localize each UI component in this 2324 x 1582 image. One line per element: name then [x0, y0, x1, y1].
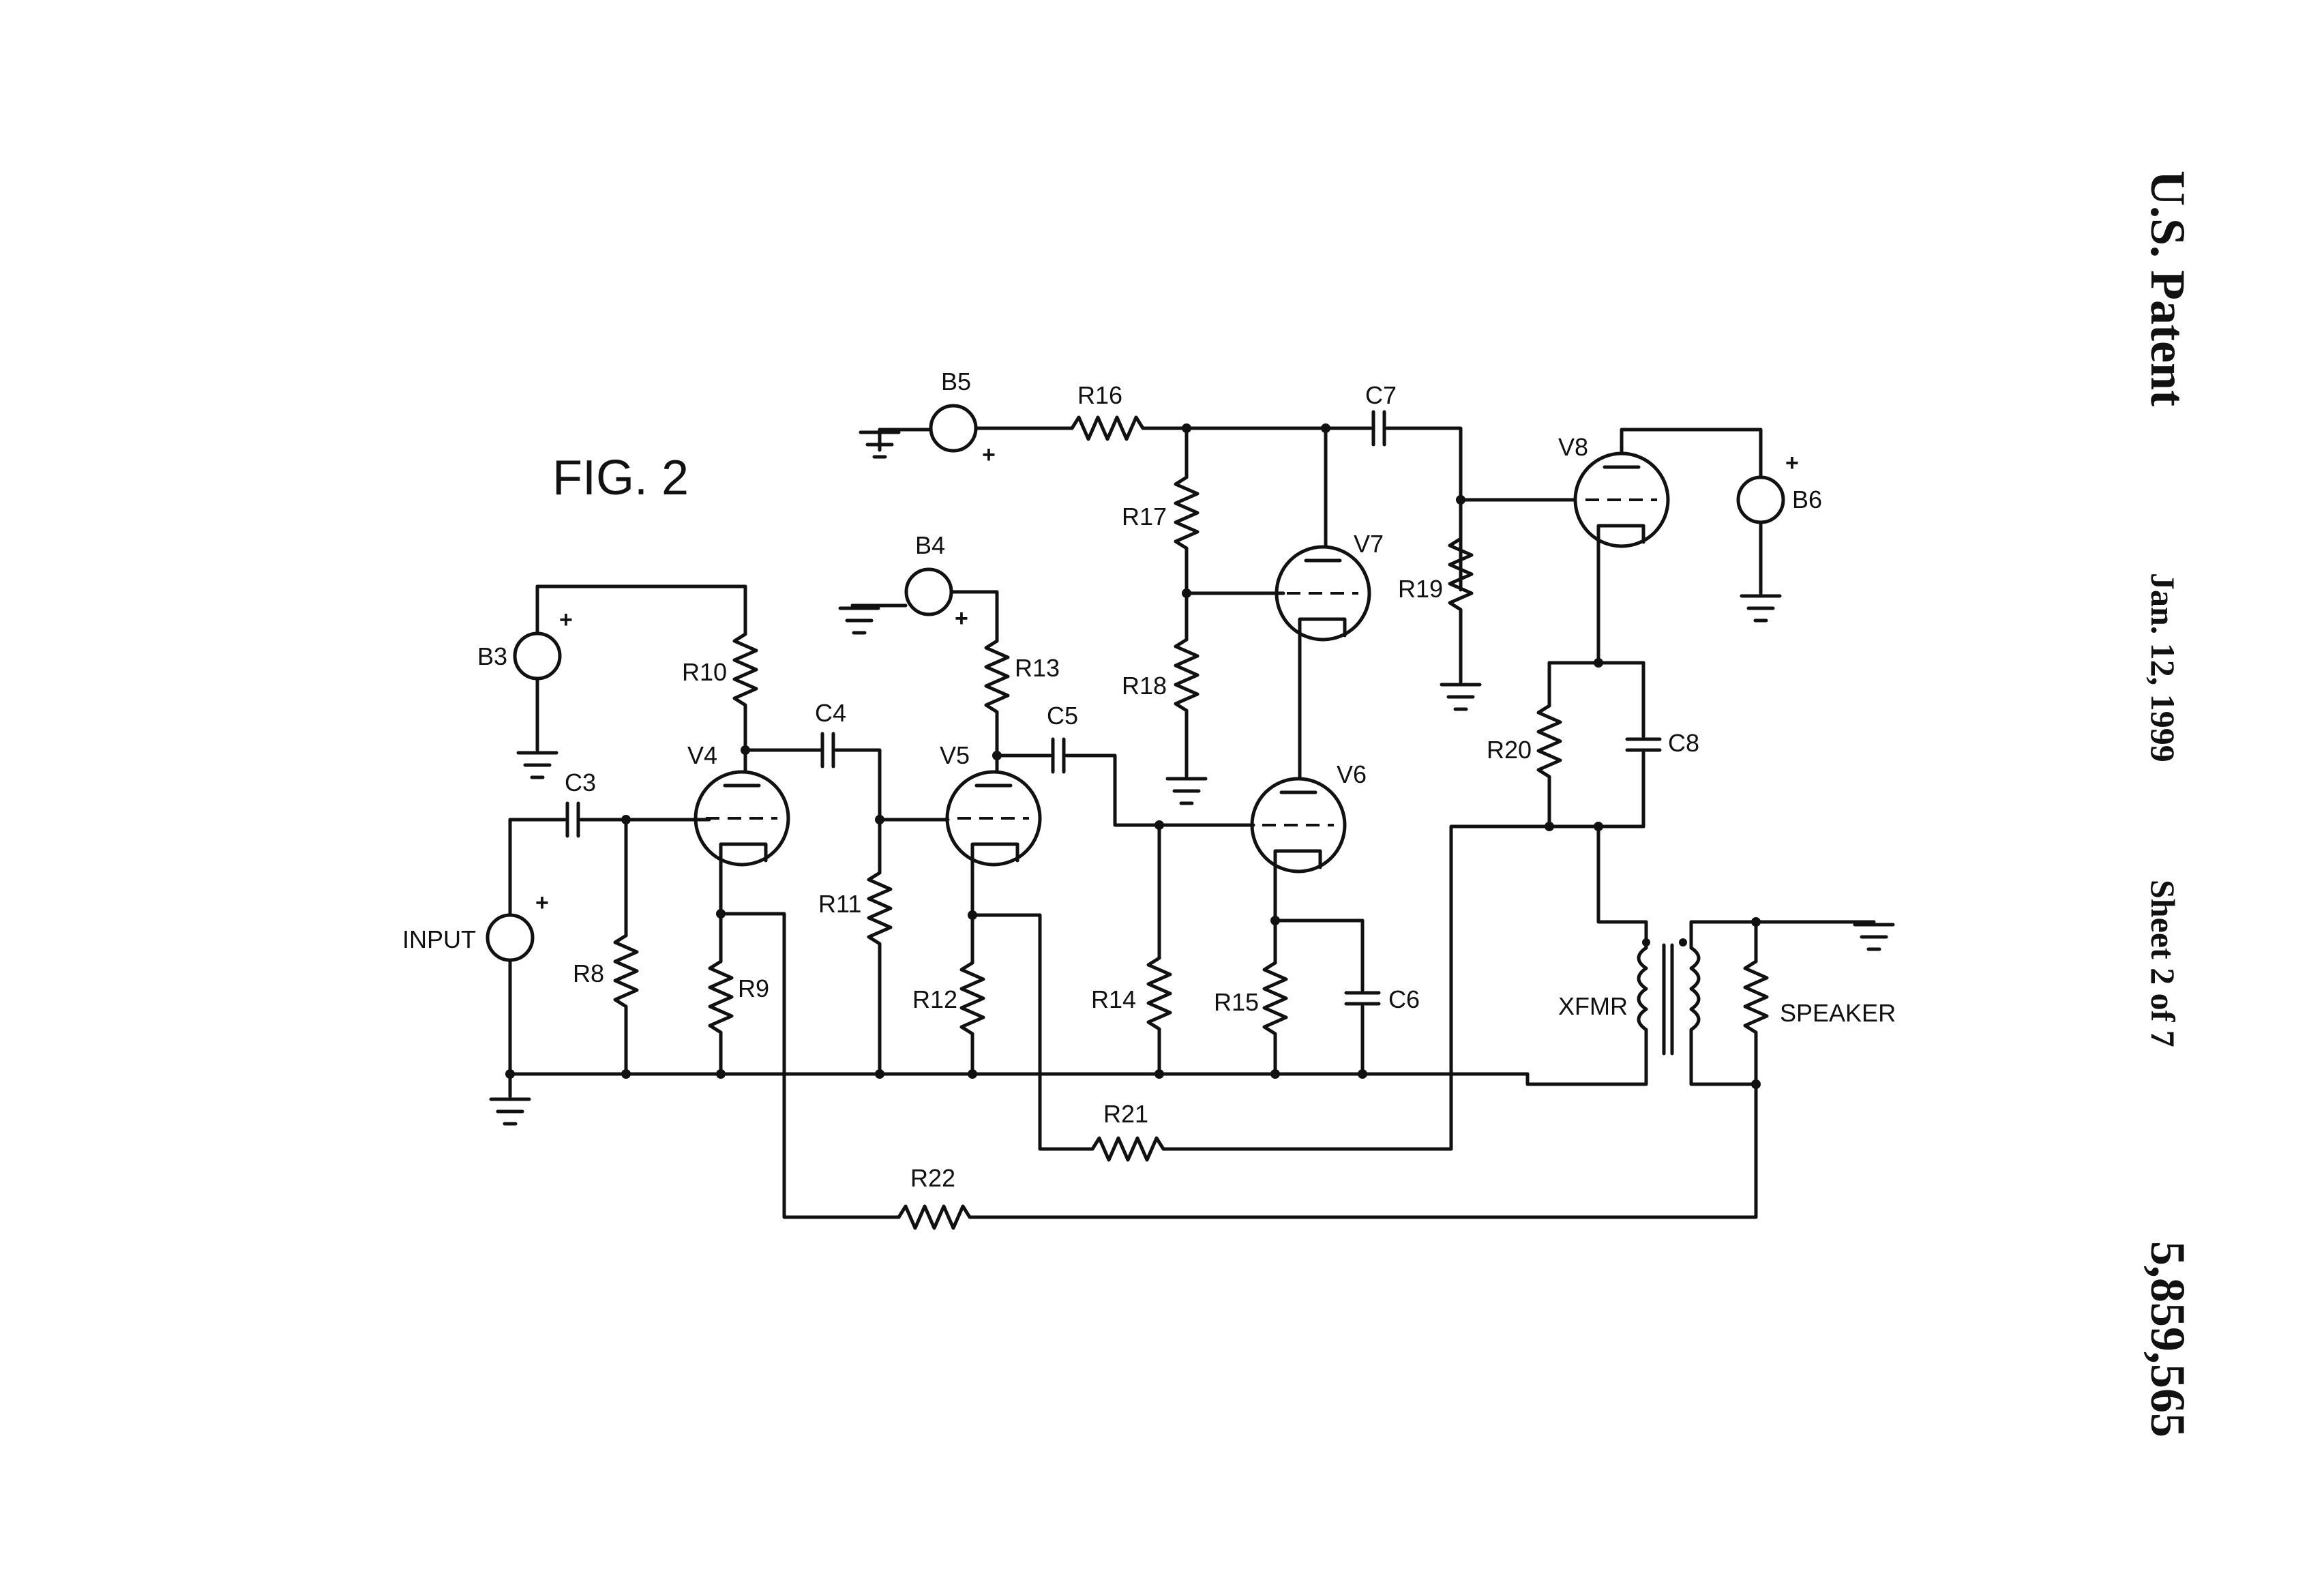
v7-label: V7 [1354, 530, 1384, 558]
b5-label: B5 [941, 368, 971, 395]
resistor-r16 [1070, 415, 1373, 441]
c3-label: C3 [565, 768, 596, 796]
resistor-r21 [1090, 824, 1603, 1162]
r8-label: R8 [573, 959, 604, 987]
r22-label: R22 [910, 1164, 955, 1192]
patent-header: U.S. Patent Jan. 12, 1999 Sheet 2 of 7 5… [2141, 170, 2195, 1437]
ground-symbol-b4 [838, 606, 880, 635]
capacitor-c7 [1371, 410, 1386, 447]
c5-label: C5 [1047, 702, 1078, 730]
r11-label: R11 [818, 890, 861, 918]
battery-b3 [513, 631, 562, 681]
xfmr-label: XFMR [1558, 992, 1628, 1020]
ground-symbol-main [489, 1097, 531, 1126]
r18-label: R18 [1122, 672, 1167, 700]
resistor-r15 [1262, 961, 1288, 1076]
b3-label: B3 [477, 642, 507, 670]
figure-label: FIG. 2 [552, 451, 689, 505]
header-date: Jan. 12, 1999 [2144, 573, 2182, 762]
capacitor-c5 [1051, 737, 1066, 774]
ground-junctions [505, 815, 1367, 1079]
tube-v5 [945, 770, 1042, 867]
v6-label: V6 [1337, 760, 1367, 788]
r19-label: R19 [1398, 575, 1443, 603]
r10-label: R10 [682, 658, 727, 686]
ground-symbol-r18 [1165, 777, 1208, 805]
capacitor-c8 [1625, 737, 1662, 752]
b4-plus-sign: + [955, 606, 968, 631]
resistor-r8 [613, 934, 639, 1076]
r20-label: R20 [1487, 736, 1532, 764]
resistor-r10 [732, 632, 758, 774]
c8-label: C8 [1668, 729, 1699, 757]
resistor-r13 [984, 639, 1010, 774]
header-sheet: Sheet 2 of 7 [2144, 880, 2182, 1047]
schematic-circuit: INPUT + C3 R8 V4 B3 + R10 [402, 368, 1896, 1230]
b4-label: B4 [915, 531, 945, 559]
ground-symbol-r19 [1440, 683, 1482, 711]
speaker-label: SPEAKER [1780, 999, 1896, 1027]
resistor-r11 [867, 871, 893, 1076]
input-plus-sign: + [535, 890, 549, 916]
b6-label: B6 [1792, 486, 1822, 513]
ground-symbol-b3 [516, 751, 558, 779]
v4-label: V4 [687, 741, 717, 769]
r17-label: R17 [1122, 503, 1167, 531]
transformer-secondary-coil [1689, 946, 1758, 1086]
resistor-r18 [1174, 638, 1200, 778]
c7-label: C7 [1365, 381, 1397, 409]
transformer-core [1662, 943, 1674, 1056]
r14-label: R14 [1091, 985, 1136, 1013]
r12-label: R12 [912, 985, 957, 1013]
v8-label: V8 [1558, 433, 1588, 461]
resistor-r12 [959, 961, 985, 1076]
ground-symbol-speaker [1853, 923, 1895, 951]
b6-plus-sign: + [1785, 450, 1799, 476]
tube-v7 [1275, 545, 1371, 642]
input-source [486, 913, 535, 962]
header-title: U.S. Patent [2141, 170, 2195, 406]
transformer-primary-coil [1525, 946, 1648, 1086]
header-patent-number: 5,859,565 [2141, 1241, 2195, 1437]
battery-b6 [1736, 475, 1785, 524]
v5-label: V5 [940, 741, 970, 769]
c4-label: C4 [815, 699, 846, 727]
resistor-r20 [1536, 704, 1562, 829]
resistor-r19 [1448, 537, 1474, 684]
battery-b5 [929, 404, 978, 453]
capacitor-c6 [1344, 991, 1381, 1006]
ground-symbol-b6 [1740, 594, 1782, 623]
capacitor-c4 [820, 732, 835, 768]
r15-label: R15 [1214, 988, 1259, 1016]
r16-label: R16 [1077, 381, 1122, 409]
c6-label: C6 [1388, 985, 1420, 1013]
resistor-r9 [708, 959, 734, 1076]
r9-label: R9 [738, 974, 769, 1002]
input-label: INPUT [402, 925, 476, 953]
resistor-r22 [897, 1072, 1758, 1230]
battery-b4 [904, 567, 953, 616]
resistor-r14 [1146, 956, 1172, 1076]
resistor-r17 [1174, 475, 1200, 595]
speaker-load [1743, 959, 1769, 1086]
r13-label: R13 [1015, 654, 1060, 682]
b3-plus-sign: + [559, 607, 573, 633]
r21-label: R21 [1103, 1100, 1148, 1128]
b5-plus-sign: + [982, 442, 996, 468]
capacitor-c3 [565, 801, 580, 838]
